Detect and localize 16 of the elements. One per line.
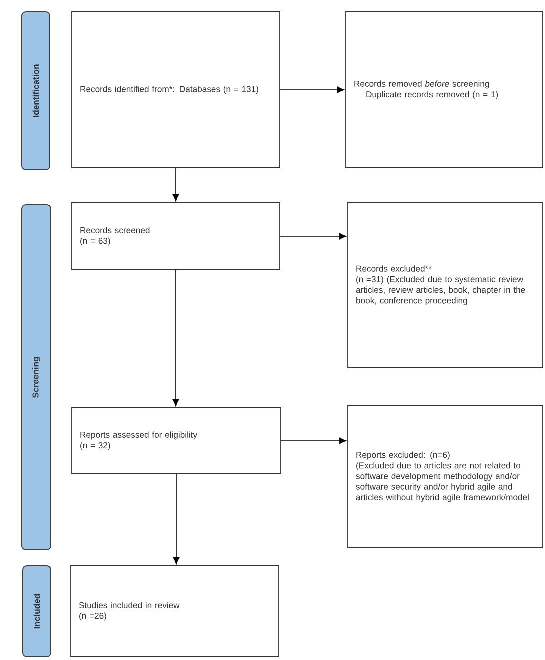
process-box: Studies included in review (n =26) (70, 566, 280, 658)
arrow (280, 233, 347, 240)
process-box: Records identified from*: Databases (n = 131) (72, 12, 280, 168)
process-box: Records screened (n = 63) (72, 202, 280, 270)
arrow (172, 168, 180, 202)
arrow (173, 474, 180, 564)
arrow (280, 86, 345, 94)
phase-band: Included (22, 566, 52, 658)
arrow (172, 270, 180, 407)
arrow (281, 438, 347, 444)
phase-band: Identification (22, 12, 50, 170)
process-box: Reports assessed for eligibility (n = 32) (72, 408, 282, 474)
process-box: Records removed before screening Duplicate records removed (n = 1) (346, 12, 544, 168)
phase-band: Screening (22, 204, 52, 550)
process-box: Reports excluded: (n=6) (Excluded due to articles are not related to software development methodology and/or software security and/or hybrid agile and articles without hybrid agile framework/model (348, 406, 544, 548)
process-box: Records excluded** (n =31) (Excluded due to systematic review articles, review articles, book, chapter in the book, conference proceeding (348, 202, 544, 368)
